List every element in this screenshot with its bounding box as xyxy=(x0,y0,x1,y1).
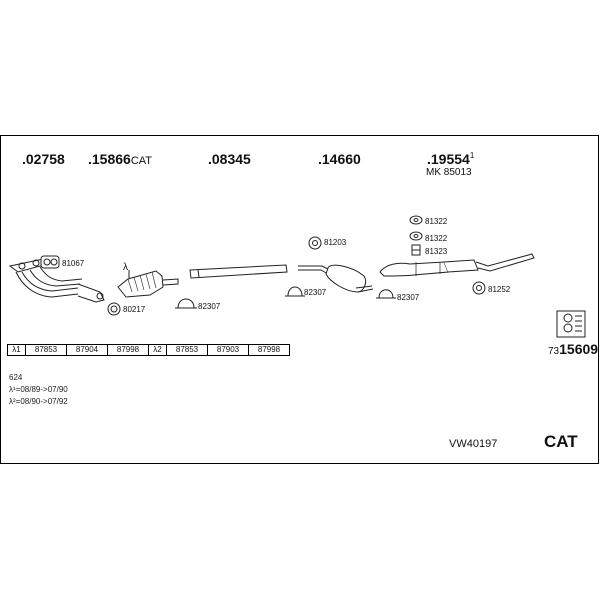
kit-lambda2-code-1[interactable]: 87853 xyxy=(167,344,208,356)
rubber-81322-label-b[interactable]: 81322 xyxy=(425,234,448,243)
rubber-81322-icon-a[interactable] xyxy=(409,215,423,225)
fitting-81067-label[interactable]: 81067 xyxy=(62,259,85,268)
fitting-80217-label[interactable]: 80217 xyxy=(123,305,146,314)
clamp-82307-icon-a[interactable] xyxy=(175,298,197,309)
center-muffler-icon[interactable] xyxy=(298,264,374,293)
system-id: VW40197 xyxy=(449,438,498,450)
mounting-kit-label: MK 85013 xyxy=(426,167,472,178)
kit-table: λ1 87853 87904 87998 λ2 87853 87903 8799… xyxy=(7,344,290,356)
lambda-sensor-label: λ xyxy=(123,262,128,273)
note-lambda2-dates: λ²=08/90->07/92 xyxy=(9,397,68,406)
rear-muffler-icon[interactable] xyxy=(379,253,535,277)
fitting-81203-label[interactable]: 81203 xyxy=(324,238,347,247)
fitting-81252-icon[interactable] xyxy=(472,281,486,295)
clamp-82307-icon-c[interactable] xyxy=(376,289,396,299)
clamp-82307-icon-b[interactable] xyxy=(285,286,305,297)
note-code: 624 xyxy=(9,373,23,382)
kit-lambda1-tag: λ1 xyxy=(7,344,26,356)
rubber-mount-81203-icon[interactable] xyxy=(308,236,322,250)
clamp-82307-label-b[interactable]: 82307 xyxy=(304,288,327,297)
kit-lambda2-code-3[interactable]: 87998 xyxy=(249,344,290,356)
kit-lambda1-code-1[interactable]: 87853 xyxy=(26,344,67,356)
part-number-19554[interactable]: .195541 xyxy=(427,151,475,167)
catalog-number: 7315609 xyxy=(548,341,599,357)
note-lambda1-dates: λ¹=08/89->07/90 xyxy=(9,385,68,394)
part-number-08345[interactable]: .08345 xyxy=(208,151,251,167)
rubber-81323-icon[interactable] xyxy=(411,244,421,256)
front-pipe-icon[interactable] xyxy=(189,264,288,279)
catalytic-converter-icon[interactable] xyxy=(117,270,179,298)
rubber-81323-label[interactable]: 81323 xyxy=(425,247,448,256)
part-number-14660[interactable]: .14660 xyxy=(318,151,361,167)
gasket-80217-icon[interactable] xyxy=(107,302,121,316)
catalog-symbol-icon xyxy=(556,310,586,338)
kit-lambda1-code-3[interactable]: 87998 xyxy=(108,344,149,356)
kit-lambda1-code-2[interactable]: 87904 xyxy=(67,344,108,356)
part-number-02758[interactable]: .02758 xyxy=(22,151,65,167)
clamp-82307-label-a[interactable]: 82307 xyxy=(198,302,221,311)
fitting-81067-icon[interactable] xyxy=(40,255,60,269)
part-number-15866-cat[interactable]: .15866CAT xyxy=(88,151,153,167)
fitting-81252-label[interactable]: 81252 xyxy=(488,285,511,294)
kit-lambda2-tag: λ2 xyxy=(149,344,167,356)
rubber-81322-icon-b[interactable] xyxy=(409,231,423,241)
rubber-81322-label-a[interactable]: 81322 xyxy=(425,217,448,226)
clamp-82307-label-c[interactable]: 82307 xyxy=(397,293,420,302)
system-type: CAT xyxy=(544,432,578,451)
kit-lambda2-code-2[interactable]: 87903 xyxy=(208,344,249,356)
diagram-frame xyxy=(0,135,599,464)
